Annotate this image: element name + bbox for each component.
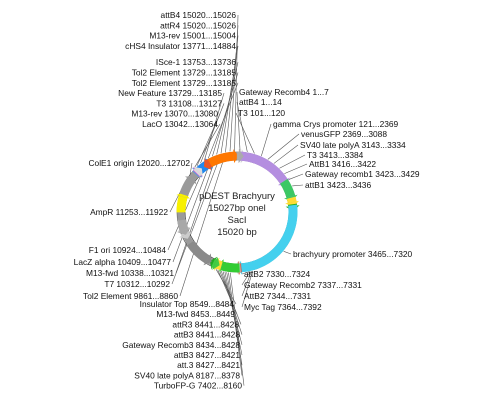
feature-arc-isce1: [205, 159, 213, 168]
feature-label: attB3 8441...8428: [174, 330, 240, 340]
feature-label: SV40 late polyA 3143...3334: [300, 140, 406, 150]
feature-label: SV40 late polyA 8187...8378: [134, 370, 240, 380]
feature-arrow-f1-ori: [177, 227, 191, 235]
leader-line: [241, 271, 251, 286]
leader-line: [236, 91, 241, 152]
feature-label: attR3 8441...8428: [172, 319, 239, 329]
feature-label: cHS4 Insulator 13771...14884: [125, 41, 236, 51]
feature-label: Tol2 Element 13729...13185: [132, 68, 237, 78]
feature-arrow-t3-left: [193, 166, 203, 177]
leader-line: [283, 251, 292, 255]
feature-label: Gateway Recomb4 1...7: [239, 87, 329, 97]
feature-arrow-sv40-late-polya-top: [285, 200, 299, 208]
leader-line: [241, 271, 252, 297]
leader-line: [208, 82, 239, 159]
plasmid-center-label: pDEST Brachyury 15027bp onel SacI 15020 …: [199, 191, 275, 238]
leader-line: [273, 144, 299, 164]
feature-label: attB4 15020...15026: [161, 10, 237, 20]
plasmid-subtitle: 15027bp onel: [208, 203, 266, 214]
feature-label: attB2 7330...7324: [244, 269, 310, 279]
plasmid-enzyme: SacI: [227, 215, 246, 226]
leader-line: [200, 103, 225, 164]
feature-arc-insulator-top: [211, 258, 217, 268]
feature-label: att.3 8427...8421: [177, 360, 240, 370]
feature-arrow-isce1: [204, 158, 212, 170]
feature-arrow-tol2-element-left: [203, 253, 212, 266]
leader-line: [235, 112, 255, 154]
feature-label: ISce-1 13753...13736: [156, 57, 236, 67]
feature-label: T7 10312...10292: [104, 279, 170, 289]
feature-label: T3 13108...13127: [156, 98, 222, 108]
feature-arrow-ampr: [176, 192, 190, 199]
feature-arrow-insulator-top: [212, 257, 220, 270]
feature-label: M13-rev 15001...15004: [149, 31, 236, 41]
leader-line: [230, 272, 245, 386]
feature-label: LacZ alpha 10409...10477: [74, 257, 172, 267]
feature-label: Gateway Recomb3 8434...8428: [122, 340, 240, 350]
feature-label: attB3 8427...8421: [174, 350, 240, 360]
feature-arc-brachyury-promoter: [241, 204, 298, 273]
leader-line: [292, 184, 304, 187]
feature-arc-chs4-insulator: [206, 151, 235, 168]
feature-label: TurboFP-G 7402...8160: [154, 381, 242, 391]
feature-label: Tol2 Element 9861...8860: [83, 291, 178, 301]
feature-label: M13-rev 13070...13080: [131, 109, 218, 119]
feature-arc-cole1-origin: [179, 177, 195, 197]
feature-arc-gamma-crys-promoter: [239, 151, 288, 184]
leader-line: [228, 272, 243, 376]
plasmid-length: 15020 bp: [217, 227, 257, 238]
leader-line: [212, 72, 239, 157]
feature-label: AttB1 3416...3422: [309, 159, 376, 169]
feature-label: F1 ori 10924...10484: [89, 245, 167, 255]
feature-arc-ampr: [176, 195, 188, 213]
feature-label: AttB2 7344...7331: [244, 291, 311, 301]
feature-label: T3 3413...3384: [307, 150, 364, 160]
feature-label: Insulator Top 8549...8484: [140, 299, 235, 309]
feature-label: Myc Tag 7364...7392: [244, 302, 322, 312]
leader-line: [267, 133, 300, 160]
feature-arc-tol2-element-left: [186, 240, 210, 264]
feature-arc-turbofp: [220, 261, 240, 273]
feature-label: ColE1 origin 12020...12702: [88, 158, 190, 168]
feature-arc-sv40-late-polya-top: [286, 196, 297, 203]
feature-label: Tol2 Element 13729...13185: [132, 78, 237, 88]
feature-arrow-chs4-insulator: [233, 149, 239, 164]
feature-label: M13-fwd 8453...8449: [156, 309, 235, 319]
feature-arrow-t7: [179, 231, 192, 239]
feature-arc-venusgfp: [279, 178, 296, 198]
leader-line: [261, 123, 272, 157]
feature-arc-t3-left: [193, 168, 202, 177]
feature-arcs: [176, 149, 300, 275]
feature-label: attR4 15020...15026: [160, 20, 236, 30]
feature-label: LacO 13042...13064: [142, 119, 218, 129]
leader-line: [241, 270, 253, 308]
feature-label: Gateway Recomb2 7337...7331: [244, 280, 362, 290]
feature-label: attB4 1...14: [239, 97, 282, 107]
leader-line: [279, 154, 306, 169]
leader-line: [175, 155, 217, 274]
leader-line: [172, 157, 213, 263]
feature-label: gamma Crys promoter 121...2369: [273, 119, 399, 129]
feature-arrow-cole1-origin: [185, 176, 197, 185]
leader-line: [241, 271, 250, 275]
leader-line: [284, 163, 308, 174]
plasmid-name: pDEST Brachyury: [199, 191, 275, 202]
feature-label: venusGFP 2369...3088: [301, 129, 387, 139]
feature-label: attB1 3423...3436: [305, 180, 371, 190]
feature-label: New Feature 13729...13185: [118, 88, 222, 98]
leader-line: [179, 152, 226, 297]
feature-label: brachyury promoter 3465...7320: [293, 249, 413, 259]
feature-label: AmpR 11253...11922: [90, 207, 168, 217]
leader-line: [193, 123, 221, 170]
leader-line: [288, 173, 304, 180]
feature-arrow-attb4-top: [238, 149, 244, 163]
leader-line: [171, 154, 222, 285]
feature-label: Gateway recomb1 3423...3429: [305, 169, 420, 179]
feature-label: T3 101...120: [238, 108, 285, 118]
feature-arc-f1-ori: [177, 219, 189, 232]
feature-label: M13-fwd 10338...10321: [86, 268, 174, 278]
